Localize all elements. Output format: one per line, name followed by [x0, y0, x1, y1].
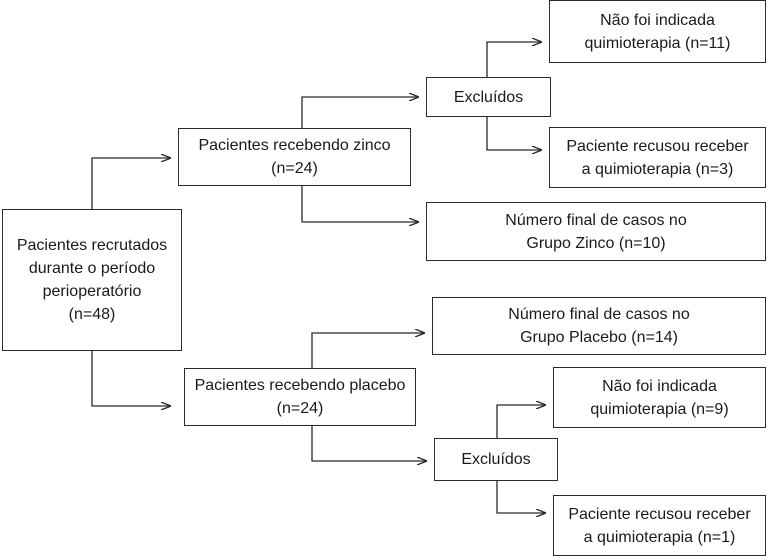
- zinc-final-line1: Número final de casos no: [505, 211, 687, 229]
- placebo-group-box: Pacientes recebendo placebo (n=24): [184, 368, 416, 426]
- placebo-group-label: Pacientes recebendo placebo: [194, 377, 406, 394]
- placebo-refused-line1: Paciente recusou receber: [568, 505, 751, 523]
- zinc-not-indicated-box: Não foi indicada quimioterapia (n=11): [549, 0, 766, 63]
- zinc-not-indicated-line1: Não foi indicada: [600, 11, 715, 29]
- recruited-patients-box: Pacientes recrutados durante o período p…: [2, 209, 182, 351]
- arrow-excluded-zinc-to-not-indicated: [486, 42, 541, 77]
- zinc-group-count: (n=24): [271, 160, 318, 177]
- recruited-patients-line3: perioperatório: [42, 283, 142, 300]
- placebo-not-indicated-box: Não foi indicada quimioterapia (n=9): [553, 367, 766, 428]
- placebo-excluded-label: Excluídos: [461, 451, 531, 468]
- zinc-not-indicated-line2: quimioterapia (n=11): [584, 34, 731, 52]
- zinc-excluded-box: Excluídos: [426, 77, 551, 117]
- placebo-final-line2: Grupo Placebo (n=14): [520, 329, 678, 346]
- arrow-root-to-zinc: [91, 158, 170, 209]
- recruited-patients-line2: durante o período: [28, 260, 156, 277]
- arrow-excluded-placebo-to-refused: [496, 481, 545, 513]
- arrow-excluded-zinc-to-refused: [486, 117, 541, 150]
- zinc-group-box: Pacientes recebendo zinco (n=24): [178, 128, 411, 186]
- placebo-not-indicated-line1: Não foi indicada: [602, 377, 717, 395]
- zinc-refused-line2: a quimioterapia (n=3): [581, 160, 734, 178]
- zinc-group-label: Pacientes recebendo zinco: [198, 137, 391, 154]
- placebo-excluded-box: Excluídos: [434, 438, 558, 481]
- placebo-final-line1: Número final de casos no: [508, 306, 690, 323]
- zinc-refused-box: Paciente recusou receber a quimioterapia…: [549, 127, 766, 188]
- recruited-patients-count: (n=48): [68, 306, 116, 323]
- zinc-excluded-label: Excluídos: [453, 88, 524, 106]
- arrow-zinc-to-excluded: [301, 97, 418, 128]
- placebo-refused-line2: a quimioterapia (n=1): [583, 528, 736, 546]
- zinc-final-line2: Grupo Zinco (n=10): [526, 234, 666, 252]
- recruited-patients-line1: Pacientes recrutados: [16, 237, 168, 254]
- zinc-refused-line1: Paciente recusou receber: [566, 137, 749, 155]
- arrow-excluded-placebo-to-not-indicated: [496, 405, 545, 438]
- arrow-placebo-to-final: [311, 333, 424, 368]
- arrow-zinc-to-final: [301, 186, 418, 222]
- placebo-refused-box: Paciente recusou receber a quimioterapia…: [553, 495, 766, 556]
- placebo-group-count: (n=24): [276, 400, 324, 417]
- arrow-root-to-placebo: [91, 351, 170, 406]
- placebo-final-cases-box: Número final de casos no Grupo Placebo (…: [432, 297, 766, 355]
- arrow-placebo-to-excluded: [311, 426, 426, 461]
- placebo-not-indicated-line2: quimioterapia (n=9): [590, 400, 729, 418]
- zinc-final-cases-box: Número final de casos no Grupo Zinco (n=…: [426, 202, 766, 261]
